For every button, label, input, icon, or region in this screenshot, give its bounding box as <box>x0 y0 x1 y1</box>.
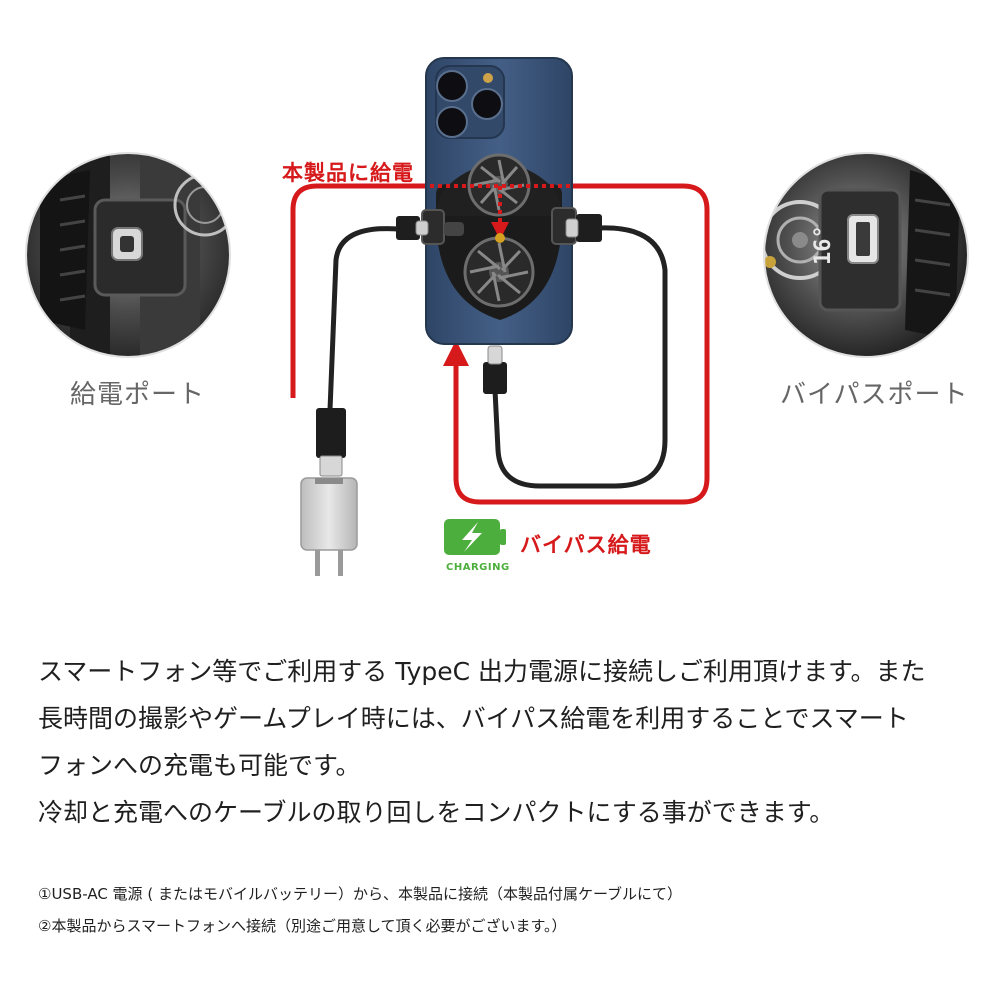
power-port-closeup <box>25 152 231 358</box>
note-line: ②本製品からスマートフォンへ接続（別途ご用意して頂く必要がございます。） <box>38 917 567 935</box>
cooler-device <box>421 153 577 320</box>
bypass-port-closeup: 16° <box>763 152 969 358</box>
diagram-graphic: 16° <box>25 57 969 576</box>
supply-path-line <box>290 183 500 398</box>
bypass-cable <box>483 214 668 489</box>
bypass-port-label: バイパスポート <box>780 380 969 410</box>
bypass-supply-label: バイパス給電 <box>520 533 652 557</box>
description: スマートフォン等でご利用する TypeC 出力電源に接続しご利用頂けます。また … <box>38 648 968 836</box>
cooling-fan-icon <box>463 236 535 308</box>
note-line: ①USB-AC 電源 ( またはモバイルバッテリー）から、本製品に接続（本製品付… <box>38 885 683 903</box>
svg-text:16°: 16° <box>811 225 836 265</box>
notes: ①USB-AC 電源 ( またはモバイルバッテリー）から、本製品に接続（本製品付… <box>38 878 968 942</box>
description-line: 長時間の撮影やゲームプレイ時には、バイパス給電を利用することでスマート <box>38 704 909 733</box>
supply-to-product-label: 本製品に給電 <box>282 161 414 185</box>
power-port-label: 給電ポート <box>70 380 206 410</box>
charging-badge: CHARGING <box>446 562 510 573</box>
connection-diagram: 16° <box>25 57 969 576</box>
bypass-arrow-head <box>443 340 469 366</box>
battery-charging-icon <box>444 519 506 555</box>
usb-ac-adapter-icon <box>300 477 358 576</box>
usb-type-c-cable-icon <box>316 216 429 477</box>
description-line: 冷却と充電へのケーブルの取り回しをコンパクトにする事ができます。 <box>38 798 835 827</box>
description-line: スマートフォン等でご利用する TypeC 出力電源に接続しご利用頂けます。また <box>38 657 926 686</box>
description-line: フォンへの充電も可能です。 <box>38 751 361 780</box>
bypass-path-line <box>453 183 710 505</box>
